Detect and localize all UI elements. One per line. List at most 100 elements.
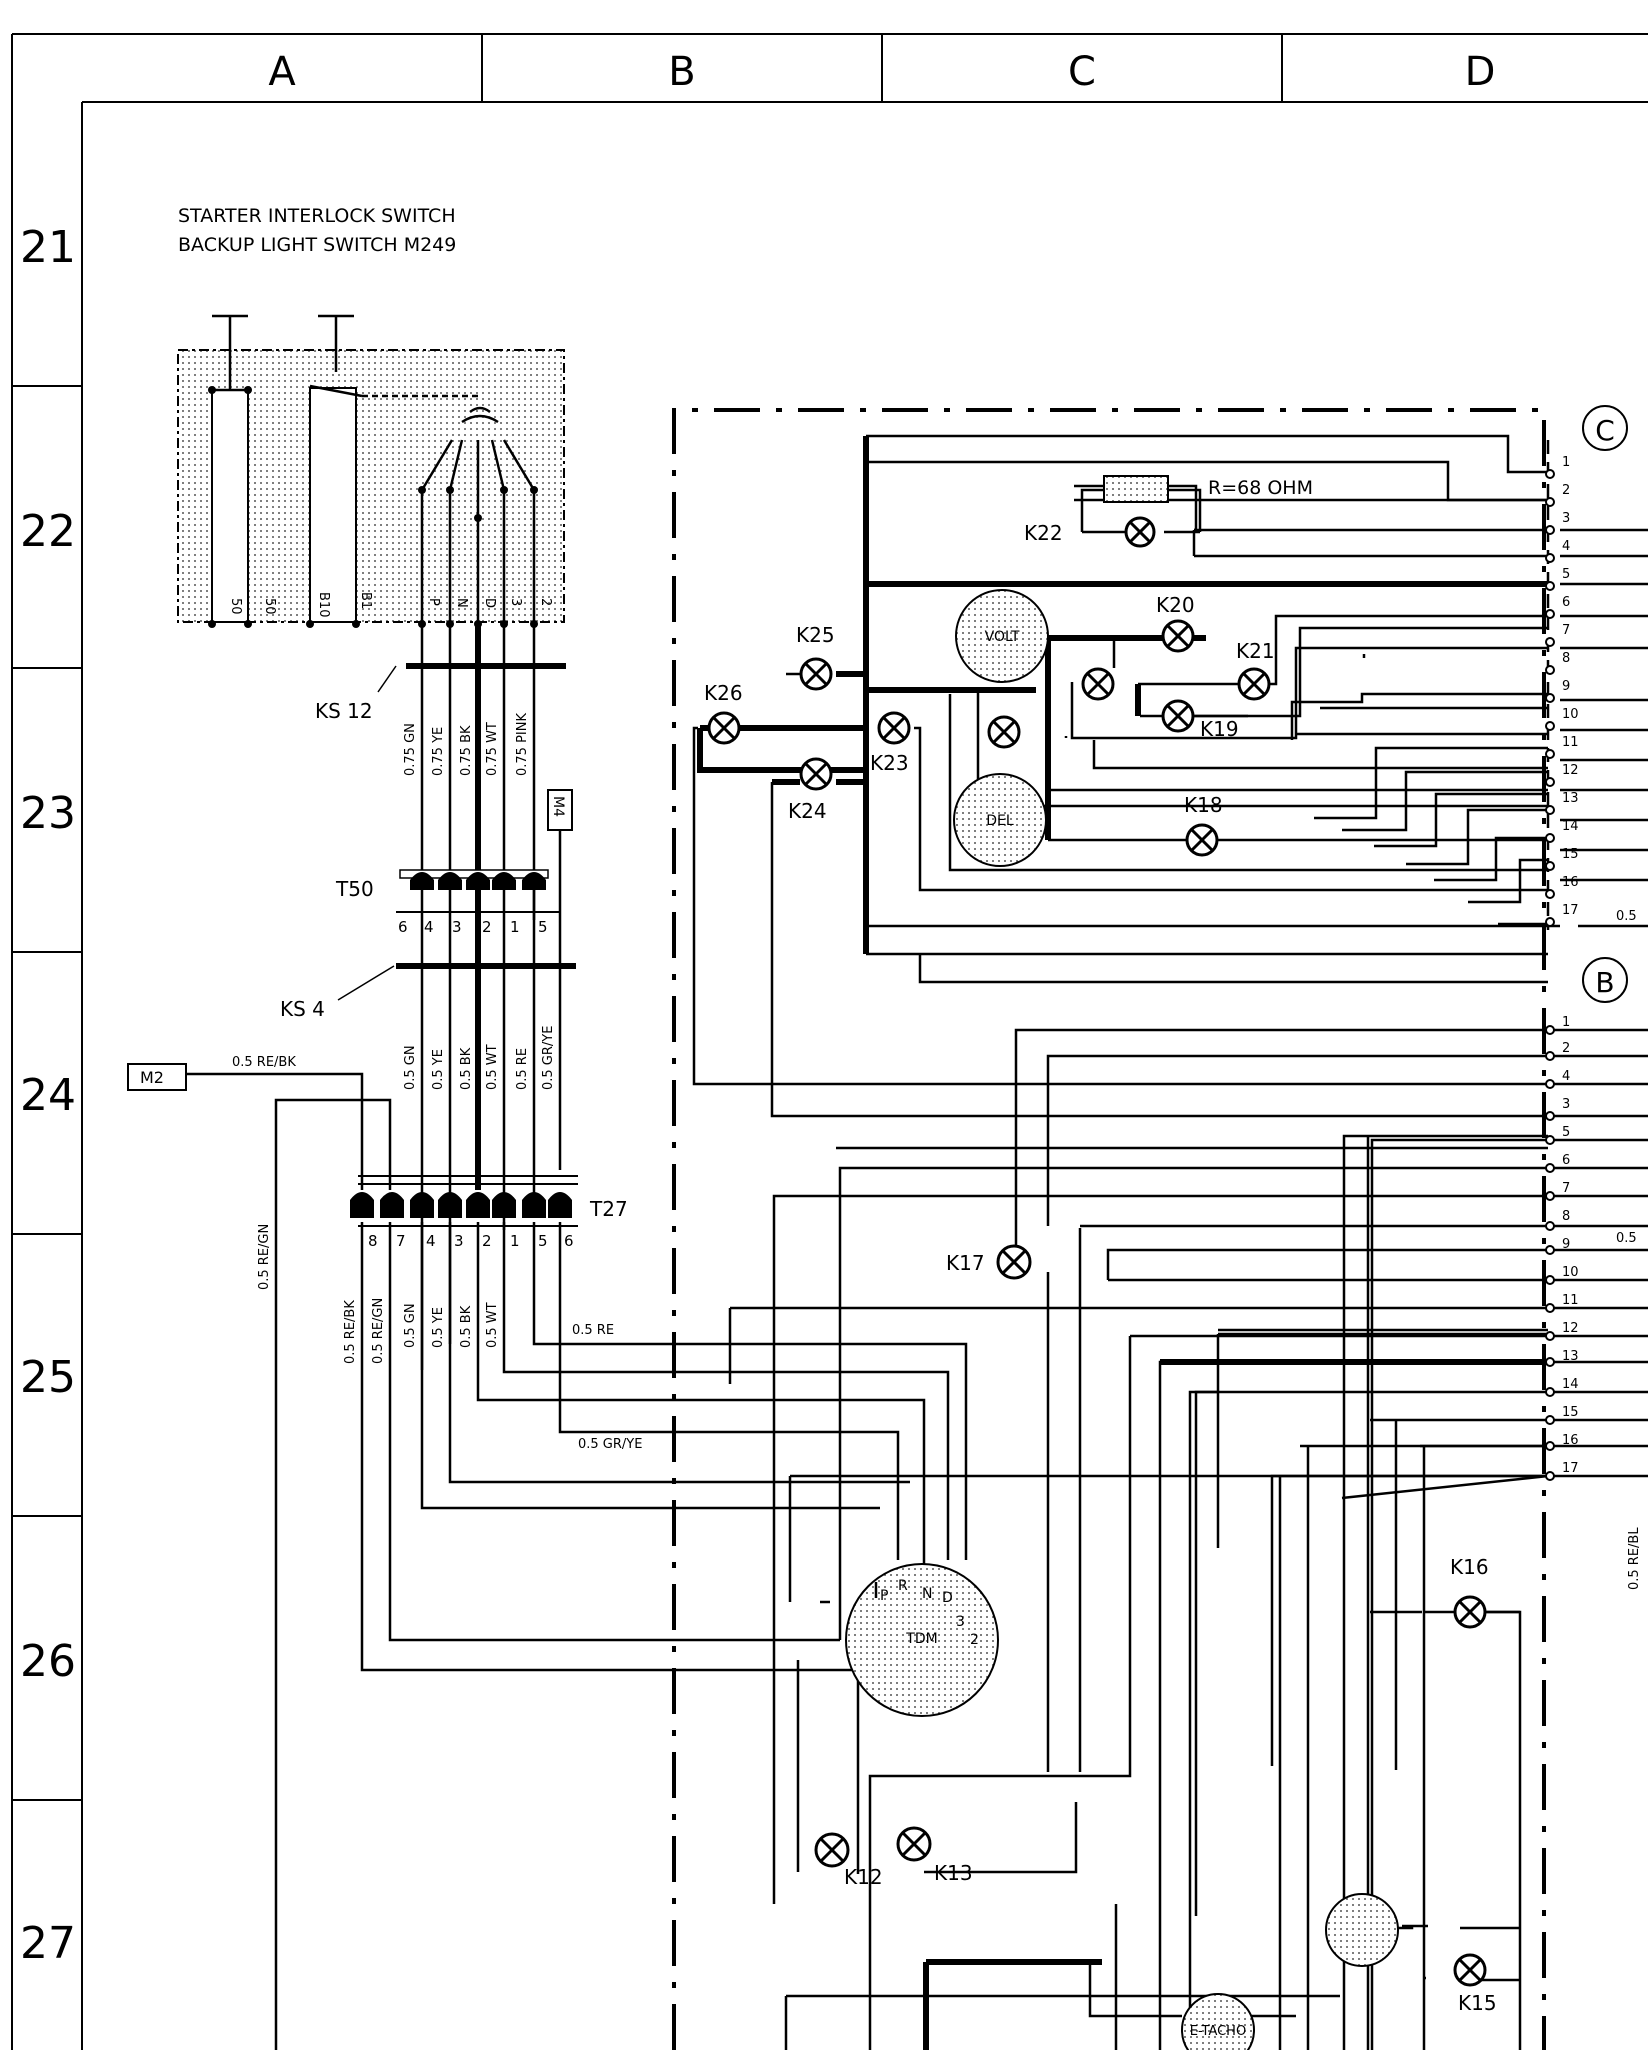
column-labels: A B C D [268, 49, 1495, 95]
wire-labels-ks12: 0.75 GN 0.75 YE 0.75 BK 0.75 WT 0.75 PIN… [403, 713, 530, 776]
plug-pin-label: 12 [1562, 1321, 1579, 1336]
plug-pin-label: 4 [1562, 539, 1570, 554]
sheet-frame [11, 33, 1648, 2050]
t27-pin-label: 7 [396, 1232, 406, 1250]
wire-label: 0.5 RE/BL [1627, 1527, 1642, 1590]
component-title: STARTER INTERLOCK SWITCH BACKUP LIGHT SW… [178, 205, 456, 256]
lamp-label: K21 [1236, 639, 1275, 663]
lamp-k21 [1237, 667, 1271, 701]
t27-pin-label: 6 [564, 1232, 574, 1250]
row-label: 25 [20, 1352, 76, 1403]
plug-pin-label: 14 [1562, 819, 1579, 834]
del-gauge [953, 773, 1047, 867]
t27-pin-label: 1 [510, 1232, 520, 1250]
wire-label: 0.5 GR/YE [578, 1437, 642, 1452]
etacho-label: E-TACHO [1190, 2024, 1246, 2039]
plug-c-wiring [692, 434, 1648, 1118]
wire-label: 0.5 GN [403, 1045, 418, 1090]
row-label: 26 [20, 1636, 76, 1687]
switch-pin-label: P [426, 598, 441, 606]
plug-pin-label: 17 [1562, 903, 1579, 918]
plug-c [1546, 405, 1628, 930]
t50-pin-label: 2 [482, 918, 492, 936]
t27-label: T27 [589, 1197, 628, 1221]
wire-label: 0.75 BK [459, 725, 474, 776]
plug-pin-label: 9 [1562, 679, 1570, 694]
lamp-label: K17 [946, 1251, 985, 1275]
indicator-lamps [707, 516, 1487, 1987]
lamp-label: K22 [1024, 521, 1063, 545]
tdm-pin-label: 2 [970, 1632, 979, 1648]
lamp-k20 [1161, 619, 1195, 653]
wire-label: 0.5 GN [403, 1303, 418, 1348]
tdm-gauge [845, 1563, 999, 1717]
wire-label: 0.75 YE [431, 727, 446, 776]
tdm-pin-label: R [898, 1578, 908, 1594]
plug-pin-label: 2 [1562, 483, 1570, 498]
etacho-gauge [1181, 1993, 1255, 2054]
wire-label: 0.5 RE/BK [343, 1300, 358, 1364]
starter-interlock-switch [177, 314, 565, 623]
switch-pin-label: 50 [262, 598, 277, 615]
plug-pin-label: 10 [1562, 1265, 1579, 1280]
switch-pin-label: 50 [228, 598, 243, 615]
plug-pin-label: 8 [1562, 651, 1570, 666]
row-label: 23 [20, 788, 76, 839]
wire-labels-ks4: 0.5 GN 0.5 YE 0.5 BK 0.5 WT 0.5 RE 0.5 G… [403, 1026, 556, 1090]
lamp-k13 [896, 1826, 932, 1862]
wire-labels-t27: 0.5 RE/BK 0.5 RE/GN 0.5 GN 0.5 YE 0.5 BK… [343, 1298, 500, 1364]
t27-pin-label: 3 [454, 1232, 464, 1250]
t50-pin-label: 3 [452, 918, 462, 936]
plug-pin-label: 2 [1562, 1041, 1570, 1056]
plug-c-pin-labels: 1 2 3 4 5 6 7 8 9 10 11 12 13 14 15 16 1… [1562, 455, 1579, 918]
tdm-pin-label: N [922, 1586, 932, 1602]
plug-pin-label: 17 [1562, 1461, 1579, 1476]
t50-label: T50 [335, 877, 374, 901]
lamp-k19 [1161, 699, 1195, 733]
t27-pin-label: 8 [368, 1232, 378, 1250]
tdm-pin-label: 3 [956, 1614, 965, 1630]
wire-label: 0.5 RE/BK [232, 1055, 296, 1070]
t50-pin-label: 4 [424, 918, 434, 936]
switch-pin-label: N [454, 598, 469, 608]
wire-label: 0.5 [1616, 1231, 1637, 1246]
plug-b-pin-labels: 1 2 4 3 5 6 7 8 9 10 11 12 13 14 15 16 1… [1562, 1015, 1579, 1476]
wire-label: 0.75 WT [485, 722, 500, 776]
lamp-labels: K22 K25 K26 K23 K24 K20 K21 K19 K18 K17 … [704, 521, 1497, 2015]
lamp-label: K25 [796, 623, 835, 647]
del-label: DEL [986, 813, 1014, 829]
wire-label: 0.5 RE/GN [371, 1298, 386, 1364]
volt-gauge [955, 589, 1049, 683]
svg-text:STARTER INTERLOCK SWITCH: STARTER INTERLOCK SWITCH [178, 205, 456, 227]
plug-pin-label: 4 [1562, 1069, 1570, 1084]
lamp-k12 [814, 1832, 850, 1868]
plug-b [1582, 957, 1628, 1003]
switch-pin-label: 3 [508, 598, 523, 606]
plug-pin-label: 16 [1562, 1433, 1579, 1448]
lamp-k25 [799, 657, 833, 691]
ks4-label: KS 4 [280, 997, 325, 1021]
plug-pin-label: 3 [1562, 511, 1570, 526]
lamp-label: K20 [1156, 593, 1195, 617]
wire-label: 0.5 BK [459, 1047, 474, 1090]
row-label: 22 [20, 506, 76, 557]
wire-label: 0.5 RE [572, 1323, 614, 1338]
lamp-label: K26 [704, 681, 743, 705]
t27-pin-label: 5 [538, 1232, 548, 1250]
plug-pin-label: 6 [1562, 1153, 1570, 1168]
resistor-label: R=68 OHM [1208, 477, 1313, 499]
switch-pin-label: B1 [358, 592, 373, 609]
resistor-r68 [1103, 475, 1169, 503]
wire-label: 0.5 YE [431, 1307, 446, 1348]
lamp-unlabeled-2 [987, 715, 1021, 749]
column-label: A [268, 49, 296, 95]
plug-pin-label: 5 [1562, 1125, 1570, 1140]
lamp-k18 [1185, 823, 1219, 857]
row-label: 21 [20, 222, 76, 273]
plug-pin-label: 10 [1562, 707, 1579, 722]
lamp-k22 [1124, 516, 1156, 548]
plug-b-terminals [1545, 1025, 1555, 1481]
svg-text:BACKUP LIGHT SWITCH M249: BACKUP LIGHT SWITCH M249 [178, 234, 456, 256]
plug-pin-label: 3 [1562, 1097, 1570, 1112]
plug-pin-label: 14 [1562, 1377, 1579, 1392]
